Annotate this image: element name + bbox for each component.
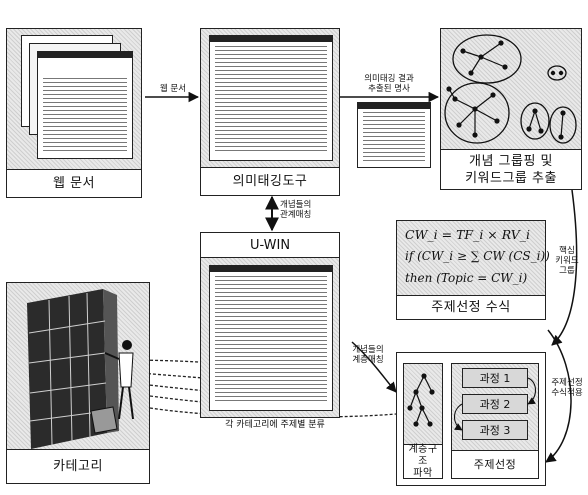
bookshelf-illustration [7, 283, 148, 449]
formula-line-3: then (Topic = CW_i) [405, 271, 527, 285]
web-docs-caption: 웹 문서 [7, 169, 141, 197]
web-doc-arrow-label: 웹 문서 [150, 84, 196, 94]
concept-hierarchy-label: 개념들의 계층매칭 [346, 345, 390, 365]
hierarchy-tree-icon [404, 368, 442, 438]
doc-page-front [37, 51, 133, 159]
topic-selection-caption: 주제선정 [452, 450, 538, 478]
formula-line-1: CW_i = TF_i × RV_i [405, 227, 530, 242]
extracted-nouns-window [357, 102, 431, 168]
apply-formula-label: 주제선정 수식적용 [547, 378, 587, 398]
topic-selection-container: 계층구조 파악 과정 1 과정 2 과정 3 주제선정 [396, 352, 546, 486]
uwin-screenshot [209, 265, 333, 411]
extracted-nouns-label: 의미태깅 결과 추출된 명사 [344, 74, 434, 94]
concept-grouping-panel: 개념 그룹핑 및 키워드그룹 추출 [440, 28, 582, 190]
category-caption: 카테고리 [7, 449, 149, 483]
topic-selection-panel: 과정 1 과정 2 과정 3 주제선정 [451, 363, 539, 479]
classify-label: 각 카테고리에 주제별 분류 [200, 420, 350, 430]
category-panel: 카테고리 [6, 282, 150, 484]
concept-grouping-caption: 개념 그룹핑 및 키워드그룹 추출 [441, 149, 581, 189]
step-flow-arrows [452, 364, 538, 448]
core-keyword-label: 핵심 키워드 그룹 [550, 246, 584, 276]
formula-line-2: if (CW_i ≥ ∑ CW (CS_i)) [405, 249, 550, 263]
tagging-tool-panel: 의미태깅도구 [200, 28, 340, 196]
topic-formula-panel: CW_i = TF_i × RV_i if (CW_i ≥ ∑ CW (CS_i… [396, 220, 546, 320]
hierarchy-panel: 계층구조 파악 [403, 363, 443, 479]
web-docs-panel: 웹 문서 [6, 28, 142, 198]
concept-relation-label: 개념들의 관계매칭 [280, 200, 340, 220]
uwin-panel: U-WIN [200, 232, 340, 418]
hierarchy-caption: 계층구조 파악 [404, 444, 442, 478]
topic-formula-caption: 주제선정 수식 [397, 295, 545, 319]
concept-graph [441, 29, 580, 149]
tagging-tool-caption: 의미태깅도구 [201, 167, 339, 195]
uwin-title: U-WIN [201, 233, 339, 258]
tagging-screenshot [209, 35, 333, 161]
